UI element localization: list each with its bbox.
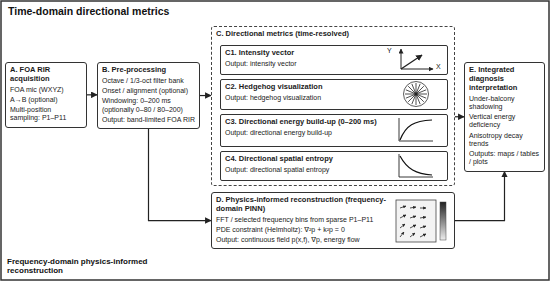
box-text: Output: directional energy build-up xyxy=(225,129,385,137)
process-box: C1. Intensity vectorOutput: intensity ve… xyxy=(220,45,448,75)
field-arrow xyxy=(410,216,416,218)
box-heading: A. FOA RIR acquisition xyxy=(10,66,82,84)
field-arrows xyxy=(400,206,426,237)
flow-arrow xyxy=(455,116,464,117)
entropy-curve xyxy=(400,156,432,175)
axis-label: Y xyxy=(387,47,392,54)
box-text: Output: intensity vector xyxy=(225,60,385,68)
intensity-vector-icon xyxy=(395,47,435,73)
box-text: PDE constraint (Helmholtz): ∇²p + k²p = … xyxy=(216,226,388,234)
box-heading: C3. Directional energy build-up (0–200 m… xyxy=(225,118,385,127)
hedgehog-circle xyxy=(404,82,429,107)
box-heading: C. Directional metrics (time-resolved) xyxy=(216,30,450,39)
diagram-title: Time-domain directional metrics xyxy=(8,5,169,17)
process-box: B. Pre-processingOctave / 1/3-oct filter… xyxy=(97,62,200,129)
flow-arrow xyxy=(149,129,212,220)
box-text: Multi-position sampling: P1–P11 xyxy=(10,106,82,123)
hedgehog-spokes xyxy=(405,83,427,105)
field-arrow xyxy=(420,226,426,228)
box-text: FOA mic (WXYZ) xyxy=(10,86,82,94)
box-text: Vertical energy deficiency xyxy=(469,113,540,130)
plot-axes xyxy=(399,154,433,177)
box-text: A→B (optional) xyxy=(10,96,82,104)
process-box: E. Integrated diagnosis interpretationUn… xyxy=(464,62,545,172)
field-panel xyxy=(396,200,436,242)
axis-label: X xyxy=(436,63,441,70)
process-box: A. FOA RIR acquisitionFOA mic (WXYZ) A→B … xyxy=(5,62,87,128)
field-arrow xyxy=(400,224,405,228)
box-heading: C1. Intensity vector xyxy=(225,49,385,58)
field-arrow xyxy=(410,233,415,237)
hedgehog-icon xyxy=(402,80,430,108)
box-text: Under-balcony shadowing xyxy=(469,95,540,112)
process-box: C3. Directional energy build-up (0–200 m… xyxy=(220,114,448,147)
box-text: Output: hedgehog visualization xyxy=(225,94,385,102)
process-box: C4. Directional spatial entropyOutput: d… xyxy=(220,151,448,181)
buildup-curve xyxy=(400,120,432,140)
box-text: Octave / 1/3-oct filter bank xyxy=(102,77,195,85)
field-arrow xyxy=(420,207,426,208)
process-box: D. Physics-informed reconstruction (freq… xyxy=(211,192,455,249)
field-arrow xyxy=(420,234,426,237)
box-text: Outputs: maps / tables / plots xyxy=(469,150,540,167)
field-arrow xyxy=(400,215,406,218)
box-heading: C4. Directional spatial entropy xyxy=(225,155,385,164)
intensity-arrow xyxy=(401,55,422,69)
field-arrow xyxy=(400,232,404,237)
box-heading: B. Pre-processing xyxy=(102,66,195,75)
flow-arrow xyxy=(87,94,97,95)
y-axis xyxy=(401,49,402,69)
box-heading: E. Integrated diagnosis interpretation xyxy=(469,66,540,93)
box-text: Anisotropy decay trends xyxy=(469,132,540,149)
group-box: C. Directional metrics (time-resolved) C1… xyxy=(211,26,455,186)
box-text: Output: directional spatial entropy xyxy=(225,166,385,174)
field-arrow xyxy=(410,207,416,208)
box-heading: C2. Hedgehog visualization xyxy=(225,83,385,92)
entropy-curve-icon xyxy=(395,152,435,180)
box-text: Onset / alignment (optional) xyxy=(102,87,195,95)
box-text: Output: band-limited FOA RIR xyxy=(102,116,195,124)
box-text: Output: continuous field p(x,f), ∇p, ene… xyxy=(216,236,388,244)
field-arrow xyxy=(410,225,416,228)
color-bar xyxy=(440,202,446,240)
field-arrow xyxy=(420,217,426,218)
box-text: FFT / selected frequency bins from spars… xyxy=(216,216,388,224)
process-box: C2. Hedgehog visualizationOutput: hedgeh… xyxy=(220,79,448,110)
x-axis xyxy=(401,68,433,69)
vector-field-icon xyxy=(395,199,449,243)
flow-arrow xyxy=(455,172,505,221)
flow-arrow xyxy=(200,95,211,96)
field-arrow xyxy=(400,206,406,208)
buildup-curve-icon xyxy=(395,116,435,144)
plot-axes xyxy=(399,118,433,141)
diagram-caption: Frequency-domain physics-informed recons… xyxy=(7,257,205,275)
box-heading: D. Physics-informed reconstruction (freq… xyxy=(216,196,388,214)
box-text: Windowing: 0–200 ms (optionally 0–80 / 8… xyxy=(102,97,195,114)
